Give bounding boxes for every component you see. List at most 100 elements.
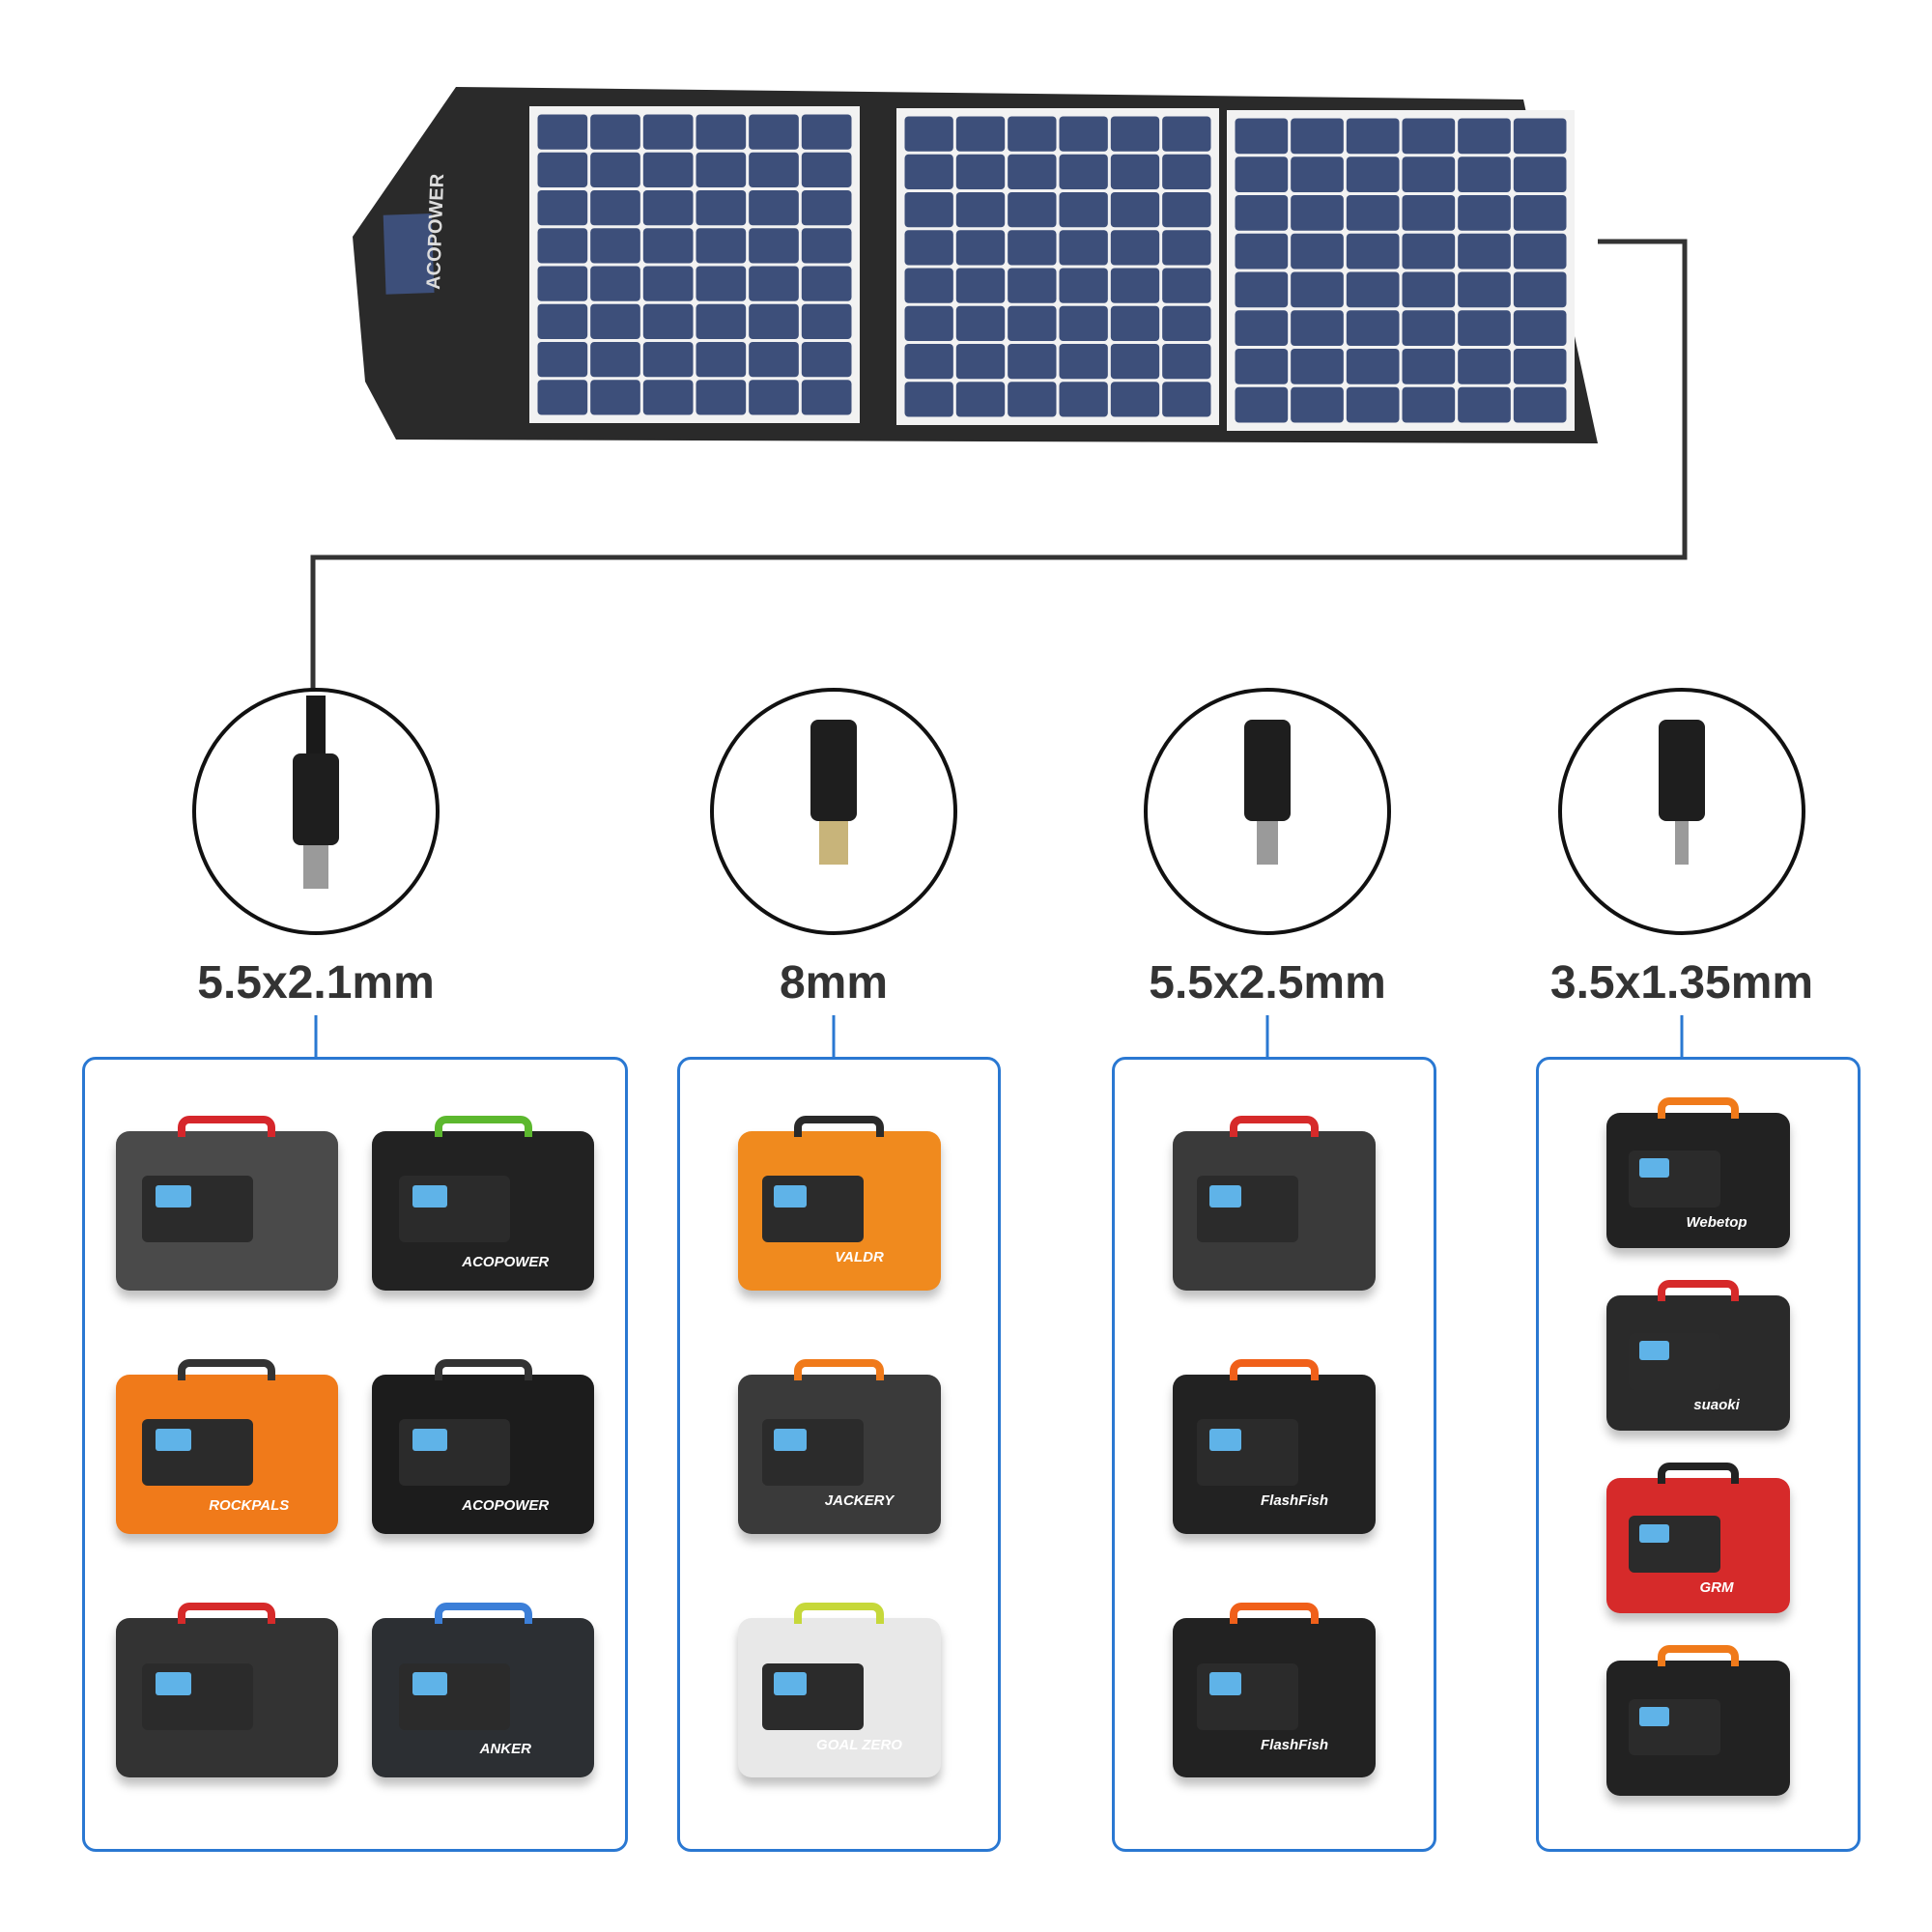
solar-cell: [801, 114, 852, 150]
display-screen: [1208, 1672, 1242, 1695]
solar-cell: [1291, 233, 1344, 270]
solar-cell: [1235, 310, 1289, 346]
solar-cell: [749, 303, 799, 339]
solar-cell: [590, 380, 640, 415]
solar-cell: [1458, 349, 1511, 384]
plug-tip-icon: [1675, 821, 1689, 865]
display-screen: [774, 1672, 807, 1695]
solar-cell: [955, 192, 1006, 228]
solar-cell: [904, 154, 953, 189]
solar-cell: [1346, 118, 1400, 155]
solar-cell: [642, 114, 694, 150]
solar-cell: [642, 342, 694, 378]
plug-tip-icon: [303, 845, 328, 889]
solar-panel: ACOPOWER: [353, 87, 1598, 443]
solar-cell: [904, 192, 953, 228]
solar-cell: [1235, 271, 1289, 308]
power-station-product: FlashFish: [1173, 1358, 1376, 1534]
solar-cell: [1458, 233, 1511, 270]
solar-cell: [1513, 310, 1567, 346]
panel-brand-logo: ACOPOWER: [423, 173, 448, 290]
solar-cell: [1291, 156, 1344, 192]
display-screen: [774, 1184, 807, 1208]
solar-cell: [955, 344, 1006, 380]
solar-cell: [590, 303, 640, 339]
solar-cell: [696, 228, 747, 264]
solar-cell: [749, 380, 799, 415]
handle: [794, 1115, 884, 1137]
solar-cell: [1162, 116, 1211, 152]
display-screen: [156, 1672, 191, 1695]
solar-cell: [1513, 156, 1567, 192]
solar-cell: [1235, 349, 1289, 384]
solar-cell: [1235, 195, 1289, 231]
solar-cell: [1162, 230, 1211, 266]
solar-cell: [590, 342, 640, 378]
solar-cell: [1346, 386, 1400, 423]
display-screen: [1639, 1341, 1669, 1361]
product-brand-logo: GOAL ZERO: [816, 1736, 902, 1753]
plug-body-icon: [810, 720, 857, 821]
solar-cell: [1110, 344, 1160, 380]
solar-cell: [955, 154, 1006, 189]
solar-cell: [1008, 268, 1057, 303]
solar-cell: [1008, 230, 1057, 266]
solar-cell: [1346, 349, 1400, 384]
product-brand-logo: ACOPOWER: [462, 1496, 550, 1514]
solar-cell: [1402, 195, 1456, 231]
solar-cell: [801, 380, 852, 415]
solar-cell: [1402, 271, 1456, 308]
solar-cell: [904, 116, 953, 152]
display-screen: [412, 1184, 448, 1208]
solar-cell: [1059, 192, 1108, 228]
solar-cell: [1513, 118, 1567, 155]
solar-cell: [1008, 344, 1057, 380]
solar-cell: [1110, 230, 1160, 266]
solar-cell: [1162, 154, 1211, 189]
handle: [1229, 1603, 1320, 1625]
solar-cell: [1110, 192, 1160, 228]
solar-cell: [904, 305, 953, 341]
solar-cell: [1402, 386, 1456, 423]
solar-cell: [1059, 305, 1108, 341]
solar-cell: [1402, 156, 1456, 192]
product-brand-logo: GRM: [1699, 1579, 1734, 1597]
solar-cell: [1402, 349, 1456, 384]
solar-cell: [642, 190, 694, 226]
solar-cell: [955, 268, 1006, 303]
display-screen: [412, 1672, 448, 1695]
product-brand-logo: ACOPOWER: [462, 1253, 550, 1270]
solar-cell: [1162, 305, 1211, 341]
power-station-product: FlashFish: [1173, 1603, 1376, 1778]
solar-cell: [1458, 310, 1511, 346]
handle: [794, 1603, 884, 1625]
plug-body-icon: [293, 753, 339, 845]
solar-cell: [749, 152, 799, 187]
solar-cell: [1008, 116, 1057, 152]
solar-cell: [1059, 154, 1108, 189]
solar-cell: [642, 303, 694, 339]
solar-cell: [642, 228, 694, 264]
display-screen: [156, 1429, 191, 1452]
solar-cell: [1458, 386, 1511, 423]
product-brand-logo: JACKERY: [824, 1492, 895, 1510]
display-screen: [1639, 1523, 1669, 1544]
solar-cell: [590, 152, 640, 187]
plug-tip-icon: [819, 821, 848, 865]
solar-cell: [1291, 386, 1344, 423]
solar-cell: [1110, 382, 1160, 417]
solar-cell: [1162, 382, 1211, 417]
solar-cell: [1059, 268, 1108, 303]
solar-cell: [1402, 118, 1456, 155]
display-screen: [156, 1184, 191, 1208]
solar-cell: [1162, 192, 1211, 228]
handle: [178, 1115, 276, 1137]
solar-cell: [590, 228, 640, 264]
solar-cell: [1458, 156, 1511, 192]
solar-cell: [1235, 233, 1289, 270]
power-station-product: ACOPOWER: [372, 1358, 595, 1534]
plug-body-icon: [1659, 720, 1705, 821]
power-station-product: GRM: [1606, 1463, 1790, 1614]
solar-cell: [1291, 195, 1344, 231]
